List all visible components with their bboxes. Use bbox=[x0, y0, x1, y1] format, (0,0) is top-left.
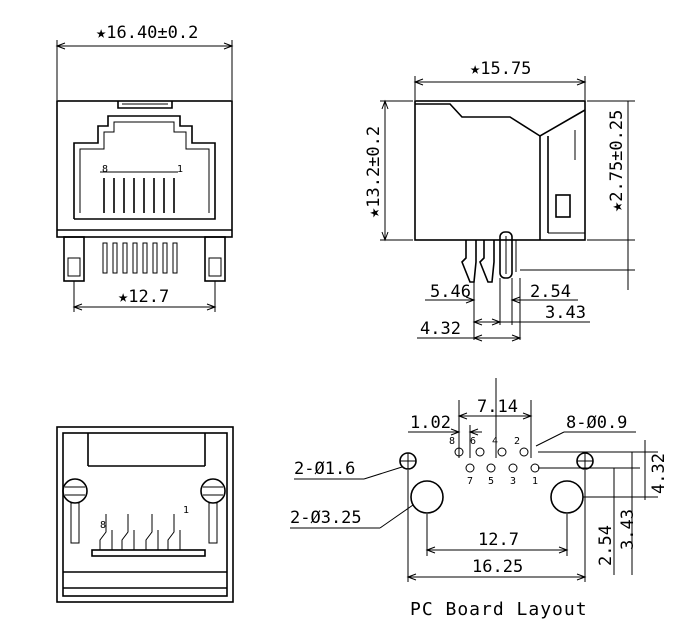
pcb-caption: PC Board Layout bbox=[410, 599, 588, 620]
pcb-pin-label-3: 3 bbox=[510, 476, 516, 487]
pcb-small-hole-callout: 2-Ø1.6 bbox=[294, 459, 355, 479]
rear-pin-1-label: 1 bbox=[183, 505, 189, 516]
pcb-pin-hole-callout: 8-Ø0.9 bbox=[566, 413, 627, 433]
pcb-post-spacing-dim: 12.7 bbox=[478, 530, 519, 550]
pcb-overall-dim: 16.25 bbox=[472, 557, 523, 577]
pcb-pin-label-4: 4 bbox=[492, 436, 498, 447]
pcb-pin-label-6: 6 bbox=[470, 436, 476, 447]
rear-pin-8-label: 8 bbox=[100, 520, 106, 531]
rear-view: 8 1 bbox=[56, 426, 234, 603]
front-view: ★16.40±0.2 8 1 bbox=[55, 23, 234, 312]
front-pin-8-label: 8 bbox=[102, 164, 108, 175]
pcb-v-dim-b: 3.43 bbox=[618, 509, 638, 550]
side-dim-c: 3.43 bbox=[545, 303, 586, 323]
side-dim-d: 4.32 bbox=[420, 319, 461, 339]
pcb-pin-label-5: 5 bbox=[488, 476, 494, 487]
front-pins bbox=[102, 242, 178, 274]
pcb-pin-label-2: 2 bbox=[514, 436, 520, 447]
pcb-pin-holes bbox=[454, 447, 540, 473]
pcb-pitch-dim: 1.02 bbox=[410, 413, 451, 433]
front-post-spacing-dim: ★12.7 bbox=[118, 287, 169, 307]
pcb-v-dim-a: 4.32 bbox=[649, 453, 669, 494]
pcb-span-dim: 7.14 bbox=[477, 397, 518, 417]
side-depth-dim: ★15.75 bbox=[470, 59, 531, 79]
side-dim-b: 2.54 bbox=[530, 282, 571, 302]
side-height-dim: ★13.2±0.2 bbox=[364, 126, 384, 218]
pcb-pin-label-8: 8 bbox=[449, 436, 455, 447]
side-view: ★15.75 ★13.2±0.2 ★2.75±0.25 bbox=[364, 59, 635, 342]
pcb-pin-label-1: 1 bbox=[532, 476, 538, 487]
pcb-row-dim: 2.54 bbox=[596, 525, 616, 566]
front-contacts bbox=[100, 171, 178, 213]
rear-pins bbox=[99, 514, 181, 550]
front-width-dim: ★16.40±0.2 bbox=[96, 23, 198, 43]
side-offset-dim: ★2.75±0.25 bbox=[607, 110, 627, 212]
pcb-pin-label-7: 7 bbox=[467, 476, 473, 487]
pcb-layout: 7.14 1.02 8-Ø0.9 8 6 4 2 7 5 3 1 bbox=[290, 378, 669, 620]
front-pin-1-label: 1 bbox=[177, 164, 183, 175]
side-dim-a: 5.46 bbox=[430, 282, 471, 302]
pcb-large-hole-callout: 2-Ø3.25 bbox=[290, 508, 362, 528]
